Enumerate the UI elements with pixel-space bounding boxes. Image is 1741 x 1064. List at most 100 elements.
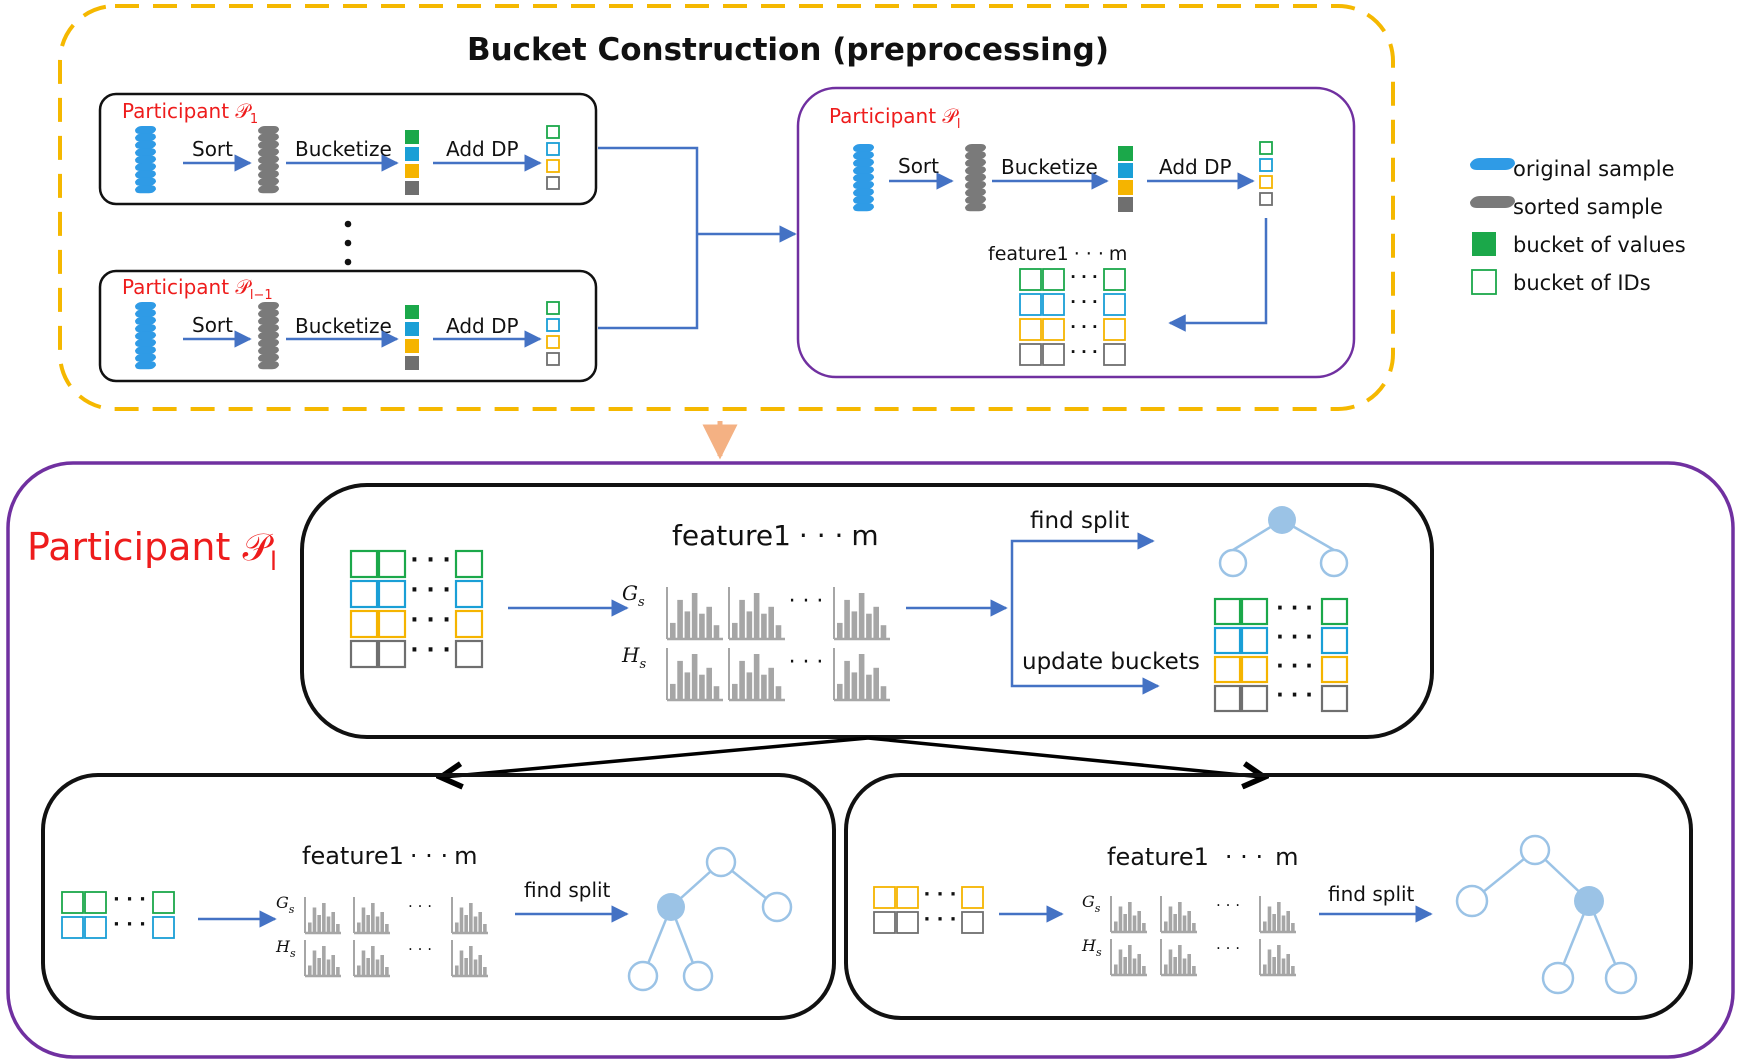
- left-child-box: [41, 773, 836, 1020]
- legend-bucket-of-ids: bucket of IDs: [1471, 269, 1651, 295]
- sample-bar: [853, 144, 874, 152]
- root-feature-label: feature1· · ·m: [672, 519, 879, 552]
- left-child-arrow: [443, 736, 869, 777]
- svg-text:· · ·: · · ·: [410, 578, 450, 603]
- legend-sorted-sample: sorted sample: [1470, 195, 1663, 219]
- svg-text:· · ·: · · ·: [410, 608, 450, 633]
- left-h-label: Hs: [275, 937, 296, 960]
- svg-text:· · ·: · · ·: [789, 589, 824, 614]
- sample-bar: [135, 361, 156, 370]
- add-dp-step-label: Add DP: [1159, 155, 1232, 179]
- left-hessian-histograms: · · ·: [304, 940, 488, 978]
- svg-text:· · ·: · · ·: [410, 548, 450, 573]
- tree-leaf-node: [1218, 548, 1248, 578]
- id-buckets: [546, 301, 560, 366]
- sample-bar: [135, 331, 156, 340]
- sample-bar: [258, 148, 279, 157]
- sample-bar: [965, 181, 986, 189]
- sample-bar: [135, 353, 156, 362]
- left-split-tree: [627, 846, 793, 992]
- sorted-sample-stack: [258, 126, 279, 194]
- sample-bar: [965, 158, 986, 167]
- svg-text:· · ·: · · ·: [1070, 343, 1098, 361]
- original-sample-stack: [853, 144, 874, 212]
- find-split-arrow: [1010, 532, 1155, 608]
- sorted-sample-stack: [258, 302, 279, 370]
- right-split-tree: [1455, 834, 1638, 995]
- value-buckets: [405, 305, 419, 370]
- left-gradient-histograms: · · ·: [304, 897, 488, 935]
- sample-bar: [258, 361, 279, 370]
- legend-bucket-of-values: bucket of values: [1472, 232, 1686, 257]
- sample-bar: [965, 144, 986, 152]
- sort-step-label: Sort: [898, 154, 939, 178]
- sample-bar: [853, 203, 874, 212]
- right-h-label: Hs: [1081, 936, 1102, 959]
- sample-bar: [135, 155, 156, 164]
- hessian-h-label: Hs: [621, 643, 646, 672]
- feature-label: feature1· · ·m: [988, 243, 1127, 265]
- sample-bar: [258, 185, 279, 194]
- legend-original-sample: original sample: [1470, 157, 1675, 181]
- tree-leaf-node: [1541, 961, 1575, 995]
- right-bucket-grid: · · ·· · ·: [873, 884, 984, 934]
- vertical-ellipsis: [344, 220, 352, 266]
- svg-text:· · ·: · · ·: [1216, 939, 1240, 957]
- sample-bar: [965, 188, 986, 197]
- add-dp-step-label: Add DP: [446, 314, 519, 338]
- svg-text:· · ·: · · ·: [408, 897, 432, 915]
- sample-bar: [258, 316, 279, 325]
- svg-text:sorted sample: sorted sample: [1513, 195, 1663, 219]
- root-split-tree: [1218, 506, 1349, 578]
- svg-text:· · ·: · · ·: [1070, 293, 1098, 311]
- sample-bar: [258, 126, 279, 134]
- left-g-label: Gs: [276, 893, 295, 916]
- sort-step-label: Sort: [192, 313, 233, 337]
- add-dp-step-label: Add DP: [446, 137, 519, 161]
- tree-leaf-node: [1604, 961, 1638, 995]
- left-bucket-grid: · · ·· · ·: [61, 889, 175, 939]
- sample-bar: [135, 309, 156, 318]
- sample-bar: [135, 163, 156, 171]
- sample-bar: [965, 166, 986, 175]
- right-feature-label: feature1· · ·m: [1107, 843, 1298, 871]
- value-buckets: [405, 130, 419, 195]
- update-buckets-arrow: [1010, 608, 1160, 695]
- svg-text:· · ·: · · ·: [923, 884, 956, 905]
- tree-root-node: [1268, 506, 1296, 534]
- id-buckets: [546, 125, 560, 190]
- bucket-merge-arrow: [1168, 218, 1268, 332]
- value-buckets: [1118, 146, 1133, 212]
- sample-bar: [135, 133, 156, 142]
- sample-bar: [135, 346, 156, 355]
- tree-leaf-node: [1455, 884, 1489, 918]
- right-find-split-label: find split: [1328, 882, 1415, 906]
- right-child-box: [844, 773, 1693, 1020]
- sample-bar: [853, 195, 874, 204]
- tree-leaf-node: [761, 891, 793, 923]
- svg-text:· · ·: · · ·: [1070, 268, 1098, 286]
- sample-bar: [853, 158, 874, 167]
- svg-text:· · ·: · · ·: [113, 889, 146, 910]
- sample-bar: [135, 170, 156, 179]
- right-gradient-histograms: · · ·: [1110, 896, 1296, 934]
- participant-pl-section: [6, 461, 1735, 1059]
- sample-bar: [965, 151, 986, 160]
- left-feature-label: feature1· · ·m: [302, 842, 477, 870]
- participant-pl-big-label: Participant 𝒫l: [27, 525, 277, 577]
- sample-bar: [258, 177, 279, 186]
- merge-connector: [598, 146, 797, 330]
- root-hessian-histograms: · · ·: [666, 648, 890, 702]
- original-sample-stack: [135, 302, 156, 370]
- sample-bar: [258, 155, 279, 164]
- sorted-sample-stack: [965, 144, 986, 212]
- right-g-label: Gs: [1082, 892, 1101, 915]
- sample-bar: [853, 151, 874, 160]
- root-gradient-histograms: · · ·: [666, 587, 890, 641]
- participant-p1-label: Participant 𝒫1: [122, 99, 258, 127]
- participant-p1-box: [98, 92, 598, 206]
- svg-text:· · ·: · · ·: [1276, 596, 1313, 620]
- sample-bar: [135, 126, 156, 134]
- tree-root-node: [705, 846, 737, 878]
